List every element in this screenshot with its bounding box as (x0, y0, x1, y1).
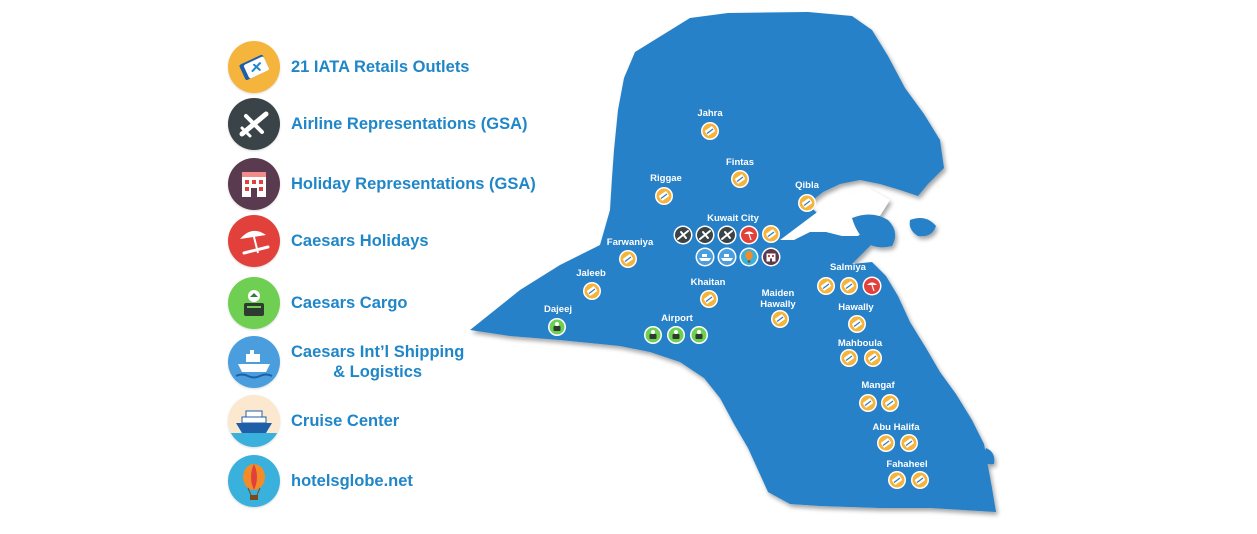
label-mahboula: Mahboula (838, 338, 883, 349)
cargo-marker (667, 326, 685, 344)
ticket-marker (618, 249, 638, 269)
legend-label-shipping-line2: & Logistics (333, 363, 423, 381)
airplane-marker (672, 224, 694, 246)
legend-label-caesars-holidays: Caesars Holidays (291, 232, 429, 250)
cargo-icon (228, 277, 280, 329)
legend-item-shipping: Caesars Int’l Shipping & Logistics (228, 336, 464, 388)
airplane-marker (716, 224, 738, 246)
legend-label-airline: Airline Representations (GSA) (291, 115, 528, 133)
legend-label-cruise: Cruise Center (291, 412, 400, 430)
label-jaleeb: Jaleeb (576, 268, 606, 279)
label-farwaniya: Farwaniya (607, 237, 654, 248)
ticket-icon (228, 41, 280, 93)
label-dajeej: Dajeej (544, 304, 572, 315)
services-legend: 21 IATA Retails Outlets Airline Represen… (0, 0, 560, 534)
ticket-marker (887, 470, 907, 490)
label-riggae: Riggae (650, 173, 682, 184)
hotel-marker (761, 247, 781, 267)
ticket-marker (797, 193, 817, 213)
label-hawally: Hawally (838, 302, 874, 313)
ticket-marker (858, 393, 878, 413)
legend-item-airline: Airline Representations (GSA) (228, 98, 528, 150)
cargo-marker (644, 326, 662, 344)
legend-label-cargo: Caesars Cargo (291, 294, 408, 312)
cruise-ship-icon (228, 395, 280, 447)
label-fintas: Fintas (726, 157, 754, 168)
cargo-marker (690, 326, 708, 344)
ticket-marker (730, 169, 750, 189)
label-maiden-hawally: Hawally (760, 299, 796, 310)
legend-item-cargo: Caesars Cargo (228, 277, 407, 329)
location-labels: Jahra Fintas Riggae Qibla Kuwait City Fa… (544, 108, 928, 470)
airplane-icon (228, 98, 280, 150)
ticket-marker (839, 276, 859, 296)
ticket-marker (910, 470, 930, 490)
legend-item-caesars-holidays: Caesars Holidays (228, 215, 429, 267)
label-airport: Airport (661, 313, 694, 324)
legend-item-hotelsglobe: hotelsglobe.net (228, 455, 413, 507)
ticket-marker (699, 289, 719, 309)
ship-icon (228, 336, 280, 388)
legend-item-cruise: Cruise Center (228, 395, 399, 447)
ticket-marker (770, 309, 790, 329)
ticket-marker (876, 433, 896, 453)
label-fahaheel: Fahaheel (886, 459, 927, 470)
beach-umbrella-icon (228, 215, 280, 267)
label-salmiya: Salmiya (830, 262, 867, 273)
ticket-marker (700, 121, 720, 141)
ticket-marker (816, 276, 836, 296)
legend-label-iata: 21 IATA Retails Outlets (291, 58, 470, 76)
label-mangaf: Mangaf (861, 380, 895, 391)
beach-marker (738, 224, 760, 246)
ticket-marker (899, 433, 919, 453)
balloon-marker (739, 247, 759, 267)
hot-air-balloon-icon (228, 455, 280, 507)
legend-label-holiday: Holiday Representations (GSA) (291, 175, 536, 193)
ticket-marker (863, 348, 883, 368)
legend-item-iata: 21 IATA Retails Outlets (228, 41, 470, 93)
hotel-icon (228, 158, 280, 210)
label-maiden: Maiden (762, 288, 795, 299)
label-qibla: Qibla (795, 180, 819, 191)
ship-marker (717, 247, 737, 267)
label-kuwait-city: Kuwait City (707, 213, 759, 224)
ticket-marker (654, 186, 674, 206)
label-abu-halifa: Abu Halifa (873, 422, 921, 433)
legend-item-holiday: Holiday Representations (GSA) (228, 158, 536, 210)
label-jahra: Jahra (697, 108, 723, 119)
legend-label-hotelsglobe: hotelsglobe.net (291, 472, 413, 490)
ticket-marker (839, 348, 859, 368)
beach-marker (861, 275, 883, 297)
legend-label-shipping: Caesars Int’l Shipping & Logistics (291, 342, 464, 382)
ticket-marker (582, 281, 602, 301)
airplane-marker (694, 224, 716, 246)
label-khaitan: Khaitan (691, 277, 726, 288)
ticket-marker (847, 314, 867, 334)
ticket-marker (880, 393, 900, 413)
ticket-marker (761, 224, 781, 244)
ship-marker (695, 247, 715, 267)
legend-label-shipping-line1: Caesars Int’l Shipping (291, 343, 465, 361)
